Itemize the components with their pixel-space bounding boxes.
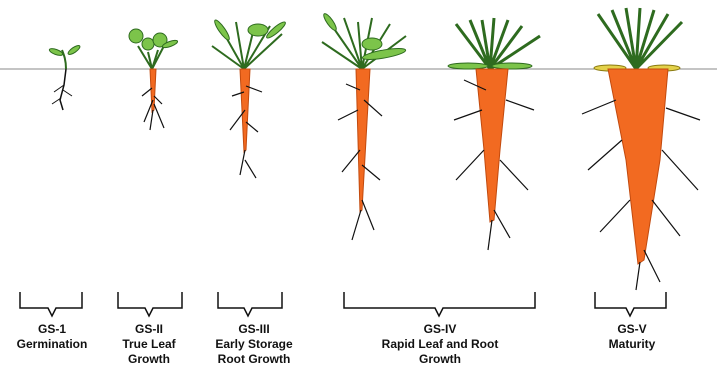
stage-name: True Leaf Growth (104, 337, 194, 367)
plant-gs3 (212, 18, 287, 178)
stage-name: Maturity (580, 337, 684, 352)
stage-code: GS-V (580, 322, 684, 337)
stage-label-gs3: GS-III Early Storage Root Growth (200, 322, 308, 367)
stage-name: Early Storage Root Growth (200, 337, 308, 367)
bracket-gs1 (20, 292, 82, 316)
stage-label-gs5: GS-V Maturity (580, 322, 684, 352)
plant-gs4-a (322, 12, 407, 240)
stage-name: Germination (0, 337, 104, 352)
stage-code: GS-II (104, 322, 194, 337)
stage-name: Rapid Leaf and Root Growth (374, 337, 506, 367)
stage-label-gs2: GS-II True Leaf Growth (104, 322, 194, 367)
bracket-gs4 (344, 292, 535, 316)
plant-gs5 (582, 8, 700, 290)
bracket-gs3 (218, 292, 282, 316)
stage-label-gs1: GS-1 Germination (0, 322, 104, 352)
plant-gs2 (129, 29, 178, 130)
stage-code: GS-IV (374, 322, 506, 337)
stage-brackets (20, 292, 666, 316)
plant-gs4-b (448, 18, 540, 250)
plant-gs1 (49, 44, 82, 110)
stage-code: GS-III (200, 322, 308, 337)
bracket-gs5 (595, 292, 666, 316)
stage-code: GS-1 (0, 322, 104, 337)
bracket-gs2 (118, 292, 182, 316)
stage-label-gs4: GS-IV Rapid Leaf and Root Growth (374, 322, 506, 367)
